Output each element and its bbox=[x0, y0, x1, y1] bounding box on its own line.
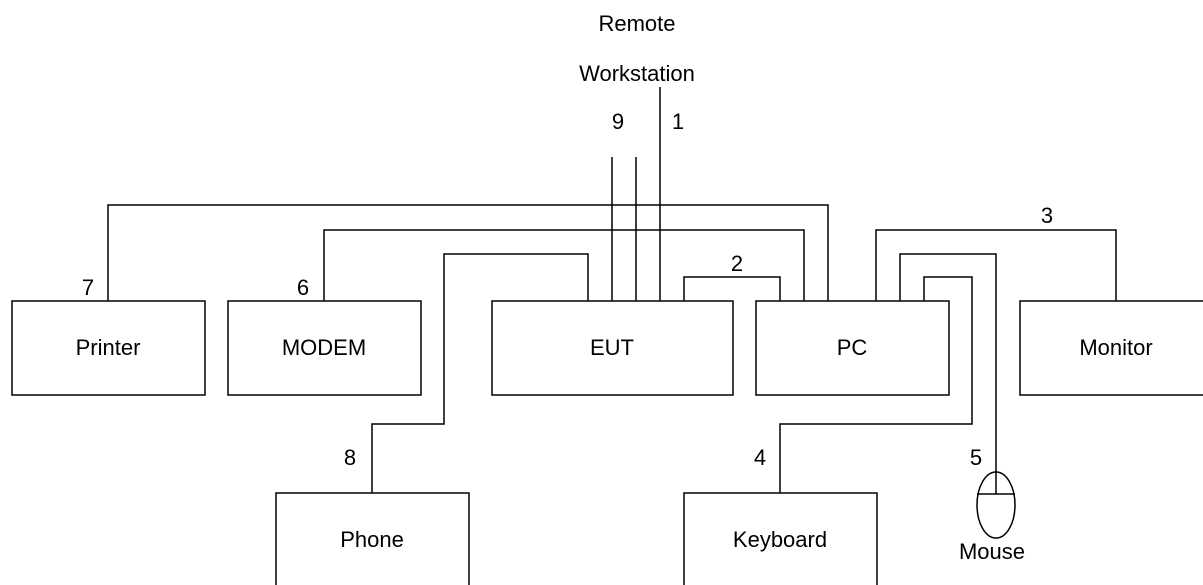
printer-label: Printer bbox=[76, 335, 141, 360]
modem-box bbox=[227, 300, 422, 396]
cable-8-label: 8 bbox=[344, 445, 356, 470]
cable-3-label: 3 bbox=[1041, 203, 1053, 228]
remote-workstation-label-line1: Remote bbox=[598, 11, 675, 36]
keyboard-label: Keyboard bbox=[733, 527, 827, 552]
printer-box bbox=[11, 300, 206, 396]
cable-5-wire bbox=[899, 253, 997, 472]
pc-label: PC bbox=[837, 335, 868, 360]
eut-device: EUT bbox=[491, 300, 734, 396]
pc-device: PC bbox=[755, 300, 950, 396]
cable-6-wire bbox=[323, 229, 805, 301]
eut-label: EUT bbox=[590, 335, 634, 360]
keyboard-device: Keyboard bbox=[683, 492, 878, 585]
cable-9-label: 9 bbox=[612, 109, 624, 134]
cable-wires bbox=[107, 87, 1117, 493]
cable-3-wire bbox=[875, 229, 1117, 301]
mouse-device: Mouse bbox=[959, 471, 1025, 564]
cable-1-label: 1 bbox=[672, 109, 684, 134]
phone-box bbox=[275, 492, 470, 585]
cable-4-label: 4 bbox=[754, 445, 766, 470]
monitor-device: Monitor bbox=[1019, 300, 1203, 396]
cable-5-label: 5 bbox=[970, 445, 982, 470]
modem-label: MODEM bbox=[282, 335, 366, 360]
cable-7-wire bbox=[107, 204, 829, 301]
cable-8-wire bbox=[371, 253, 589, 493]
remote-workstation-label-line2: Workstation bbox=[579, 61, 695, 86]
phone-label: Phone bbox=[340, 527, 404, 552]
cable-7-label: 7 bbox=[82, 275, 94, 300]
eut-box bbox=[491, 300, 734, 396]
cable-2-wire bbox=[683, 276, 781, 301]
monitor-label: Monitor bbox=[1079, 335, 1152, 360]
mouse-label: Mouse bbox=[959, 539, 1025, 564]
modem-device: MODEM bbox=[227, 300, 422, 396]
cable-4-wire bbox=[779, 276, 973, 493]
monitor-box bbox=[1019, 300, 1203, 396]
keyboard-box bbox=[683, 492, 878, 585]
cable-6-label: 6 bbox=[297, 275, 309, 300]
phone-device: Phone bbox=[275, 492, 470, 585]
cable-labels: 9 1 2 3 7 6 8 4 5 bbox=[82, 109, 1053, 470]
printer-device: Printer bbox=[11, 300, 206, 396]
cable-2-label: 2 bbox=[731, 251, 743, 276]
pc-box bbox=[755, 300, 950, 396]
